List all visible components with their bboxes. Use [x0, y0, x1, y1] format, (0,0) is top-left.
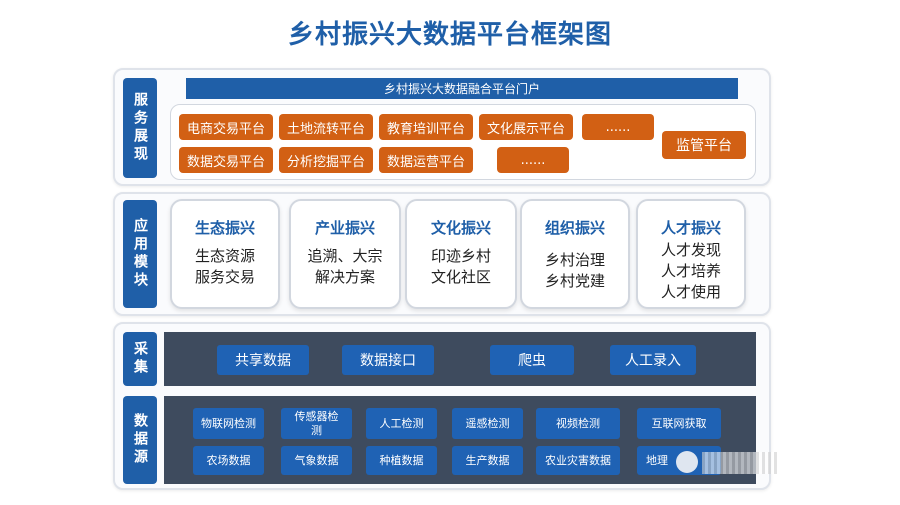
source-disaster-data[interactable]: 农业灾害数据	[536, 446, 620, 475]
module-title: 人才振兴	[660, 219, 721, 237]
module-line: 乡村治理	[544, 251, 605, 269]
source-planting-data[interactable]: 种植数据	[366, 446, 437, 475]
module-culture[interactable]: 文化振兴 印迹乡村 文化社区	[405, 199, 517, 309]
page-title: 乡村振兴大数据平台框架图	[287, 20, 612, 50]
module-line: 人才使用	[660, 283, 721, 301]
module-title: 生态振兴	[194, 219, 255, 237]
platform-more-2[interactable]: ......	[497, 147, 569, 173]
collect-data-interface[interactable]: 数据接口	[342, 345, 434, 375]
source-remote-sensing[interactable]: 遥感检测	[452, 408, 523, 439]
module-line: 生态资源	[194, 247, 255, 265]
module-line: 人才培养	[660, 262, 721, 280]
platform-land-transfer[interactable]: 土地流转平台	[279, 114, 373, 140]
module-line: 印迹乡村	[430, 247, 491, 265]
platform-more-1[interactable]: ......	[582, 114, 654, 140]
portal-bar[interactable]: 乡村振兴大数据融合平台门户	[186, 78, 738, 99]
watermark-barcode-icon	[702, 452, 780, 474]
app-layer-label: 应用模块	[123, 200, 157, 308]
source-internet-fetch[interactable]: 互联网获取	[637, 408, 721, 439]
module-talent[interactable]: 人才振兴 人才发现 人才培养 人才使用	[636, 199, 746, 309]
module-industry[interactable]: 产业振兴 追溯、大宗 解决方案	[289, 199, 401, 309]
source-production-data[interactable]: 生产数据	[452, 446, 523, 475]
platform-education[interactable]: 教育培训平台	[379, 114, 473, 140]
source-farm-data[interactable]: 农场数据	[193, 446, 264, 475]
platform-data-ops[interactable]: 数据运营平台	[379, 147, 473, 173]
module-line: 追溯、大宗	[307, 247, 383, 265]
collect-crawler[interactable]: 爬虫	[490, 345, 574, 375]
module-line: 解决方案	[314, 268, 375, 286]
collect-manual-entry[interactable]: 人工录入	[610, 345, 696, 375]
module-organization[interactable]: 组织振兴 乡村治理 乡村党建	[520, 199, 630, 309]
platform-supervise[interactable]: 监管平台	[662, 131, 746, 159]
source-layer-label: 数据源	[123, 396, 157, 484]
platform-data-trade[interactable]: 数据交易平台	[179, 147, 273, 173]
source-weather-data[interactable]: 气象数据	[281, 446, 352, 475]
platform-analysis[interactable]: 分析挖掘平台	[279, 147, 373, 173]
source-sensor-detect[interactable]: 传感器检测	[281, 408, 352, 439]
source-iot-detect[interactable]: 物联网检测	[193, 408, 264, 439]
platform-culture[interactable]: 文化展示平台	[479, 114, 573, 140]
service-layer-label: 服务展现	[123, 78, 157, 178]
platform-ecommerce[interactable]: 电商交易平台	[179, 114, 273, 140]
module-line: 乡村党建	[544, 272, 605, 290]
collect-shared-data[interactable]: 共享数据	[217, 345, 309, 375]
module-line: 服务交易	[194, 268, 255, 286]
module-title: 产业振兴	[314, 219, 375, 237]
module-ecology[interactable]: 生态振兴 生态资源 服务交易	[170, 199, 280, 309]
watermark-bubble-icon	[676, 451, 698, 473]
module-line: 人才发现	[660, 241, 721, 259]
source-manual-detect[interactable]: 人工检测	[366, 408, 437, 439]
module-title: 文化振兴	[430, 219, 491, 237]
module-title: 组织振兴	[544, 219, 605, 237]
module-line: 文化社区	[430, 268, 491, 286]
collect-layer-label: 采集	[123, 332, 157, 386]
source-video-detect[interactable]: 视频检测	[536, 408, 620, 439]
